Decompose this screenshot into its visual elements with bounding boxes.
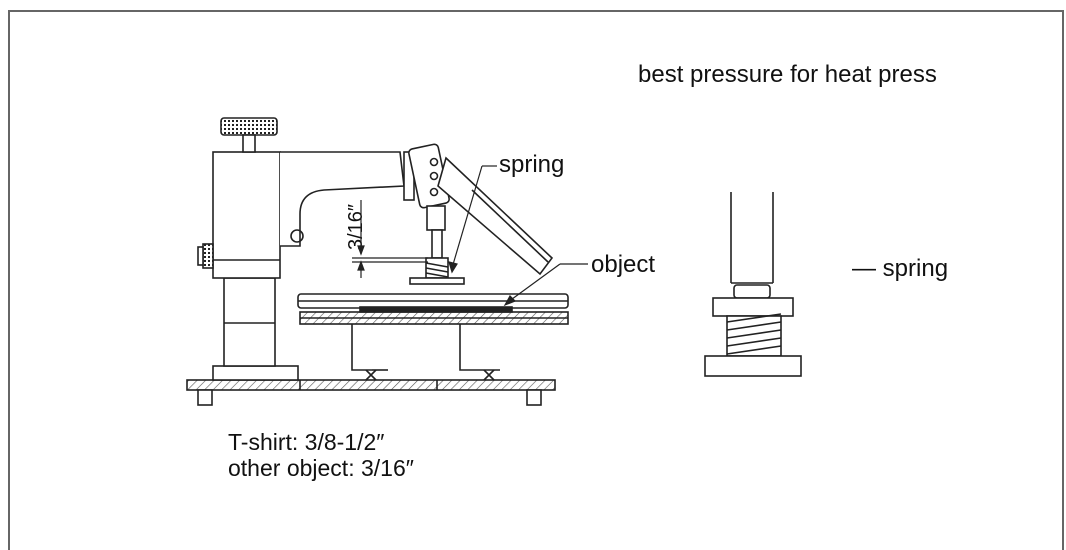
side-knob xyxy=(202,243,214,269)
column-foot xyxy=(212,365,299,381)
spring-label-detail: — spring xyxy=(852,255,949,282)
upper-column xyxy=(212,151,281,279)
diagram-title: best pressure for heat press xyxy=(638,61,937,88)
tshirt-pressure-note: T-shirt: 3/8-1/2″ xyxy=(228,429,385,455)
pad-supports xyxy=(351,324,500,381)
lever-linkage xyxy=(403,143,554,276)
diagram-frame xyxy=(8,10,1064,550)
heat-platen xyxy=(297,293,569,313)
other-object-pressure-note: other object: 3/16″ xyxy=(228,455,414,481)
top-knob xyxy=(220,117,278,153)
heat-press-machine xyxy=(186,117,588,406)
press-screw xyxy=(409,205,465,285)
object-label: object xyxy=(591,251,656,278)
lower-pad xyxy=(299,311,569,325)
heat-press-drawing xyxy=(186,117,802,406)
lower-column xyxy=(223,277,276,367)
gap-dimension-lines xyxy=(352,200,428,278)
spring-label-press: spring xyxy=(499,151,565,178)
base-plate xyxy=(186,379,556,406)
spring-detail xyxy=(704,192,802,377)
upper-arm xyxy=(280,151,405,247)
leader-lines xyxy=(448,165,588,307)
